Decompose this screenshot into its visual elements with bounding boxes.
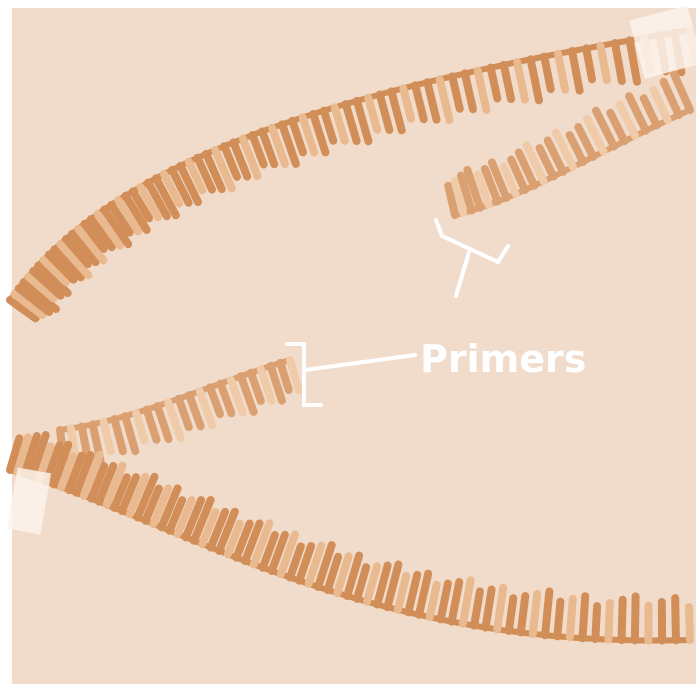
- nucleotide-base: [125, 416, 135, 451]
- nucleotide-base: [179, 399, 189, 427]
- nucleotide-base: [210, 387, 220, 414]
- nucleotide-base: [104, 422, 111, 451]
- nucleotide-base: [114, 419, 123, 451]
- nucleotide-base: [398, 576, 406, 610]
- nucleotide-base: [595, 606, 597, 639]
- nucleotide-base: [380, 95, 390, 130]
- nucleotide-base: [497, 588, 503, 630]
- nucleotide-base: [531, 59, 539, 100]
- nucleotide-base: [157, 406, 168, 439]
- nucleotide-base: [615, 43, 622, 81]
- top-primer-bracket: [436, 220, 508, 296]
- nucleotide-base: [544, 57, 551, 90]
- bottom-strand-end: [7, 468, 51, 535]
- nucleotide-base: [504, 65, 511, 99]
- nucleotide-base: [635, 596, 636, 640]
- nucleotide-base: [601, 46, 607, 80]
- nucleotide-base: [622, 600, 623, 640]
- nucleotide-base: [427, 82, 436, 119]
- nucleotide-base: [368, 98, 377, 130]
- nucleotide-base: [583, 596, 586, 638]
- nucleotide-base: [517, 62, 525, 100]
- nucleotide-base: [440, 79, 450, 120]
- nucleotide-base: [463, 580, 471, 623]
- nucleotide-base: [558, 54, 565, 90]
- nucleotide-base: [474, 591, 480, 625]
- nucleotide-base: [391, 91, 401, 130]
- nucleotide-base: [441, 583, 448, 619]
- nucleotide-base: [419, 574, 428, 615]
- nucleotide-base: [675, 598, 676, 640]
- nucleotide-base: [608, 603, 609, 640]
- nucleotide-base: [408, 575, 417, 612]
- primers-label: Primers: [420, 337, 586, 381]
- nucleotide-base: [509, 598, 513, 631]
- nucleotide-base: [491, 68, 498, 99]
- nucleotide-base: [630, 40, 637, 81]
- nucleotide-base: [324, 111, 333, 141]
- nucleotide-base: [147, 410, 157, 440]
- nucleotide-base: [689, 607, 690, 640]
- nucleotide-base: [478, 71, 487, 110]
- nucleotide-base: [452, 76, 460, 108]
- bottom-dna-strand: [10, 435, 690, 640]
- nucleotide-base: [465, 73, 473, 109]
- top-strand-end: [629, 5, 696, 78]
- nucleotide-base: [486, 590, 492, 628]
- nucleotide-base: [533, 594, 537, 634]
- bottom-primer-bracket: [287, 344, 415, 405]
- bottom-primer-strand: [60, 360, 299, 462]
- nucleotide-base: [586, 48, 592, 79]
- nucleotide-base: [545, 591, 549, 635]
- nucleotide-base: [572, 51, 580, 91]
- nucleotide-base: [335, 107, 345, 141]
- nucleotide-base: [136, 413, 144, 440]
- nucleotide-base: [521, 596, 525, 632]
- nucleotide-base: [415, 85, 424, 119]
- top-dna-strand: [10, 30, 695, 318]
- nucleotide-base: [280, 363, 288, 390]
- nucleotide-base: [570, 599, 573, 637]
- nucleotide-base: [557, 602, 560, 637]
- nucleotide-base: [403, 88, 411, 119]
- nucleotide-base: [452, 582, 460, 622]
- nucleotide-base: [430, 585, 437, 617]
